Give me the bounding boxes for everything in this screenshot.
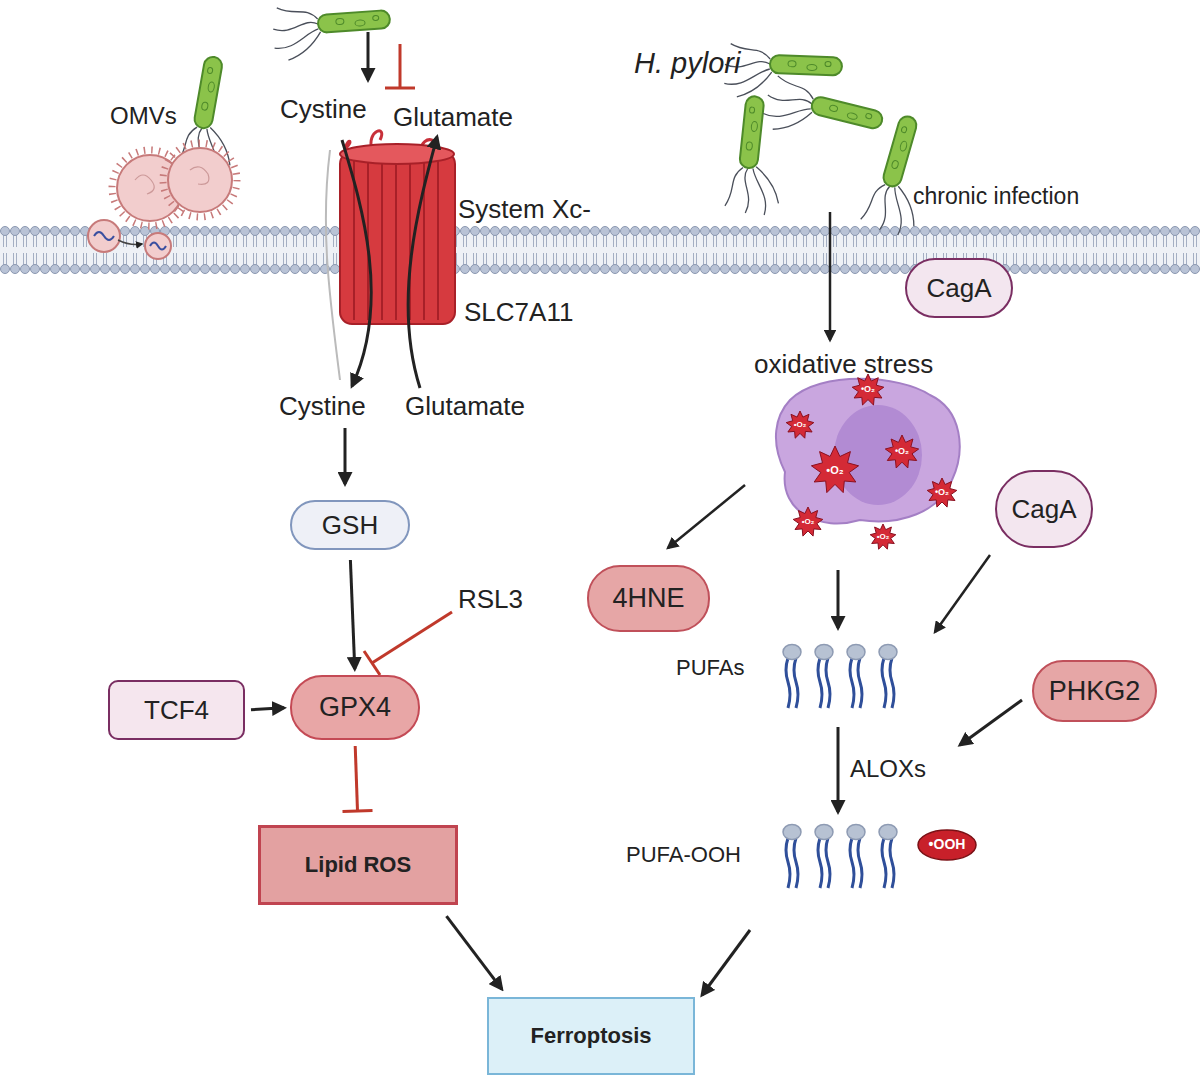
protein-pill: PHKG2 bbox=[1032, 660, 1157, 722]
arrow-connector bbox=[251, 708, 284, 710]
radical-star bbox=[885, 435, 918, 468]
factor-box: TCF4 bbox=[108, 680, 245, 740]
radical-star bbox=[927, 478, 957, 507]
radical-star bbox=[811, 446, 858, 493]
lipid-label: PUFA-OOH bbox=[626, 843, 741, 867]
radical-label: •O₂ bbox=[895, 447, 909, 457]
condition-label: chronic infection bbox=[913, 184, 1079, 209]
inhibition-connector bbox=[343, 746, 373, 812]
radical-label: •O₂ bbox=[877, 533, 890, 542]
molecule-pill: 4HNE bbox=[587, 565, 710, 632]
node-text: PHKG2 bbox=[1049, 676, 1141, 707]
radical-star bbox=[852, 374, 884, 405]
arrow-connector bbox=[446, 916, 501, 989]
molecule-label: Cystine bbox=[279, 392, 366, 421]
metabolite-pill: GSH bbox=[290, 500, 410, 550]
organism-label: H. pylori bbox=[634, 48, 740, 80]
node-text: CagA bbox=[1011, 494, 1076, 525]
node-text: Lipid ROS bbox=[305, 852, 411, 878]
enzyme-pill: GPX4 bbox=[290, 675, 420, 740]
molecule-label: Cystine bbox=[280, 95, 367, 124]
radical-label: •O₂ bbox=[802, 518, 815, 527]
node-text: GPX4 bbox=[319, 692, 391, 723]
gene-label: SLC7A11 bbox=[464, 298, 573, 327]
node-text: CagA bbox=[926, 273, 991, 304]
molecule-label: Glutamate bbox=[405, 392, 525, 421]
node-text: TCF4 bbox=[144, 695, 209, 726]
radical-label: •O₂ bbox=[935, 488, 949, 498]
radical-label: •O₂ bbox=[861, 385, 875, 395]
molecule-label: Glutamate bbox=[393, 103, 513, 132]
vesicle-label: OMVs bbox=[110, 103, 177, 129]
lipid-label: PUFAs bbox=[676, 656, 744, 680]
process-box: Lipid ROS bbox=[258, 825, 458, 905]
radical-label: •O₂ bbox=[826, 464, 843, 476]
node-text: 4HNE bbox=[612, 583, 684, 614]
protein-pill: CagA bbox=[905, 258, 1013, 318]
enzyme-label: ALOXs bbox=[850, 756, 926, 782]
protein-pill: CagA bbox=[995, 470, 1093, 548]
peroxide-label: •OOH bbox=[929, 837, 966, 852]
radical-star bbox=[793, 507, 823, 536]
node-text: Ferroptosis bbox=[530, 1023, 651, 1049]
inhibitor-label: RSL3 bbox=[458, 585, 523, 614]
arrow-connector bbox=[350, 560, 354, 669]
radical-star bbox=[870, 524, 896, 549]
node-text: GSH bbox=[322, 510, 378, 541]
outcome-box: Ferroptosis bbox=[487, 997, 695, 1075]
radical-label: •O₂ bbox=[794, 421, 807, 430]
radical-star bbox=[786, 411, 814, 438]
transporter-label: System Xc- bbox=[458, 195, 591, 224]
process-label: oxidative stress bbox=[754, 350, 933, 379]
